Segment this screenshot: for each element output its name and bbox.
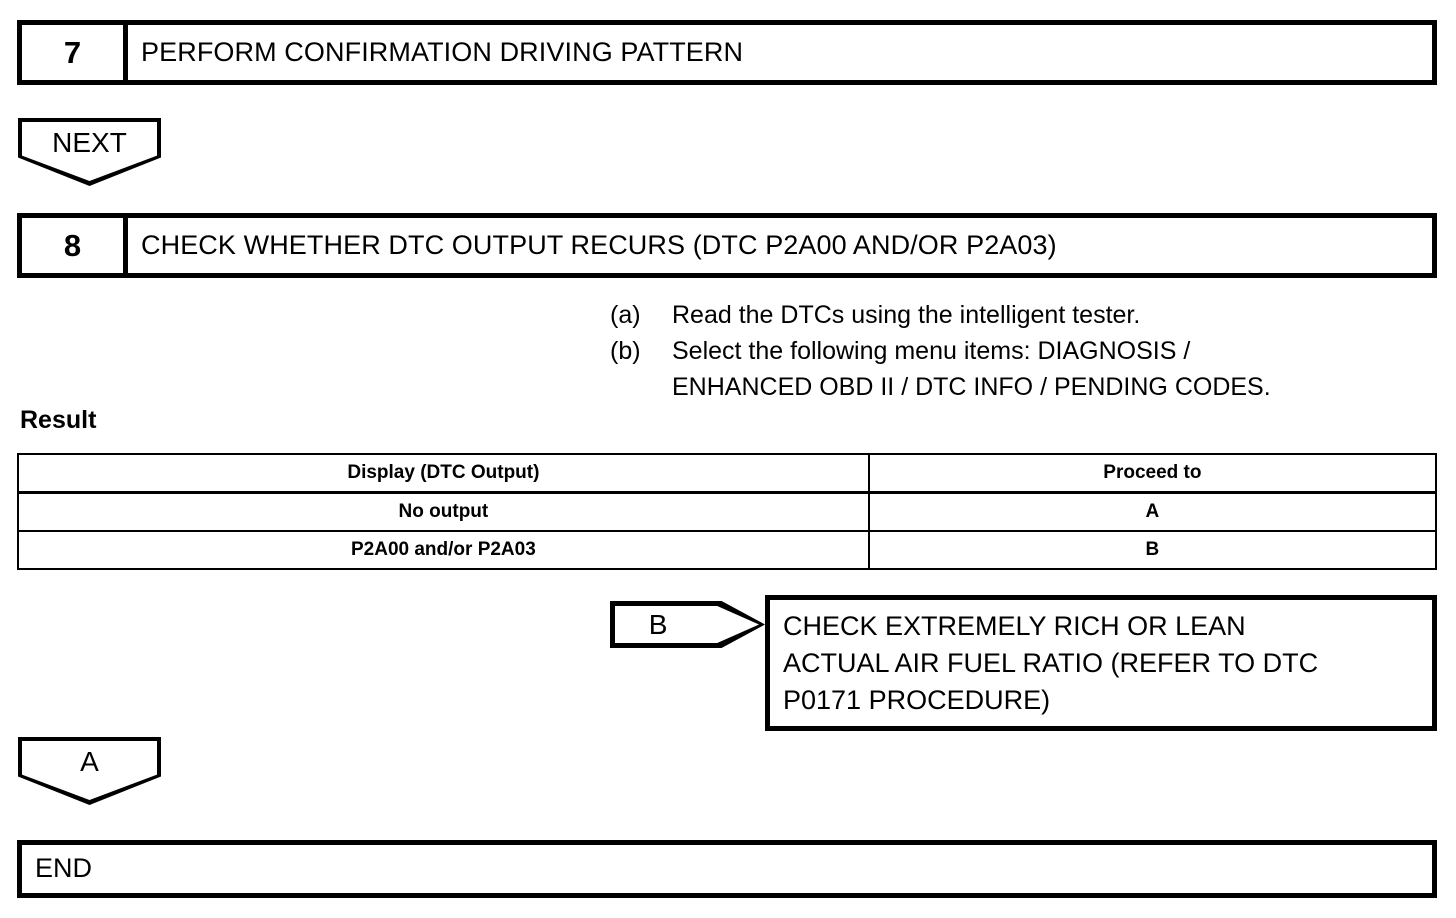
result-heading: Result [20,406,97,434]
b-connector-label: B [648,608,668,640]
cell-display: P2A00 and/or P2A03 [17,530,870,570]
outcome-line: ACTUAL AIR FUEL RATIO (REFER TO DTC [783,648,1319,678]
table-row: No output A [17,491,1438,532]
table-header-row: Display (DTC Output) Proceed to [17,453,1438,494]
cell-display: No output [17,491,870,532]
instruction-text: Select the following menu items: DIAGNOS… [672,337,1271,401]
instruction-item: (a) Read the DTCs using the intelligent … [610,297,1430,333]
step-7-title: PERFORM CONFIRMATION DRIVING PATTERN [141,37,744,67]
next-connector-label: NEXT [52,127,127,158]
table-row: P2A00 and/or P2A03 B [17,530,1438,570]
b-connector: B [610,601,765,648]
a-connector: A [18,737,161,805]
outcome-line: CHECK EXTREMELY RICH OR LEAN [783,611,1246,641]
instruction-list: (a) Read the DTCs using the intelligent … [610,297,1430,405]
step-7-box: 7 PERFORM CONFIRMATION DRIVING PATTERN [17,20,1437,85]
next-connector: NEXT [18,118,161,186]
step-8-number: 8 [22,218,128,273]
cell-proceed: A [867,491,1438,532]
cell-proceed: B [867,530,1438,570]
result-table: Display (DTC Output) Proceed to No outpu… [17,453,1438,570]
instruction-marker: (a) [610,301,641,329]
a-connector-label: A [80,746,99,777]
step-7-number: 7 [22,25,128,80]
outcome-line: P0171 PROCEDURE) [783,685,1051,715]
instruction-text: Read the DTCs using the intelligent test… [672,301,1141,329]
step-8-box: 8 CHECK WHETHER DTC OUTPUT RECURS (DTC P… [17,213,1437,278]
column-header-proceed: Proceed to [867,453,1438,494]
end-box: END [17,840,1437,898]
end-label: END [35,853,93,883]
column-header-display: Display (DTC Output) [17,453,870,494]
instruction-item: (b) Select the following menu items: DIA… [610,333,1430,405]
outcome-box-b: CHECK EXTREMELY RICH OR LEAN ACTUAL AIR … [765,595,1437,731]
step-8-title: CHECK WHETHER DTC OUTPUT RECURS (DTC P2A… [141,230,1057,260]
instruction-marker: (b) [610,337,641,365]
